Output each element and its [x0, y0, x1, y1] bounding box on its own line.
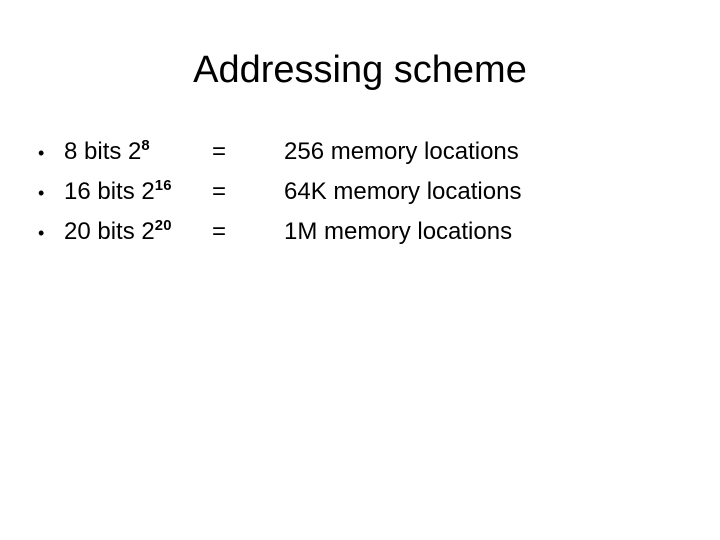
page-title: Addressing scheme [193, 49, 527, 91]
equals-operator: = [212, 178, 227, 205]
result-amount: 256 [284, 138, 325, 165]
bits-text: 16 bits 2 [64, 178, 155, 205]
list-item: • 16 bits 216 = 64K memory locations [38, 172, 678, 212]
list-item: • 20 bits 220 = 1M memory locations [38, 212, 678, 252]
bits-label: 8 bits 28 [64, 132, 212, 172]
equals-operator: = [212, 138, 227, 165]
bullet-dot-icon: • [38, 143, 45, 163]
equals-operator: = [212, 218, 227, 245]
result-amount: 64K [284, 178, 327, 205]
result-unit: memory locations [333, 178, 522, 205]
bullet-dot-icon: • [38, 223, 45, 243]
result-label: 1M memory locations [256, 212, 512, 252]
bits-text: 20 bits 2 [64, 218, 155, 245]
bits-label: 16 bits 216 [64, 172, 212, 212]
result-amount: 1M [284, 218, 318, 245]
bits-label: 20 bits 220 [64, 212, 212, 252]
addressing-scheme-list: • 8 bits 28 = 256 memory locations • 16 … [38, 132, 678, 252]
result-label: 64K memory locations [256, 172, 521, 212]
result-unit: memory locations [330, 138, 519, 165]
list-item: • 8 bits 28 = 256 memory locations [38, 132, 678, 172]
bullet-dot-icon: • [38, 183, 45, 203]
bits-text: 8 bits 2 [64, 138, 142, 165]
bits-exponent: 20 [154, 218, 172, 234]
result-unit: memory locations [324, 218, 513, 245]
result-label: 256 memory locations [256, 132, 519, 172]
bits-exponent: 8 [141, 138, 150, 154]
bits-exponent: 16 [154, 178, 172, 194]
